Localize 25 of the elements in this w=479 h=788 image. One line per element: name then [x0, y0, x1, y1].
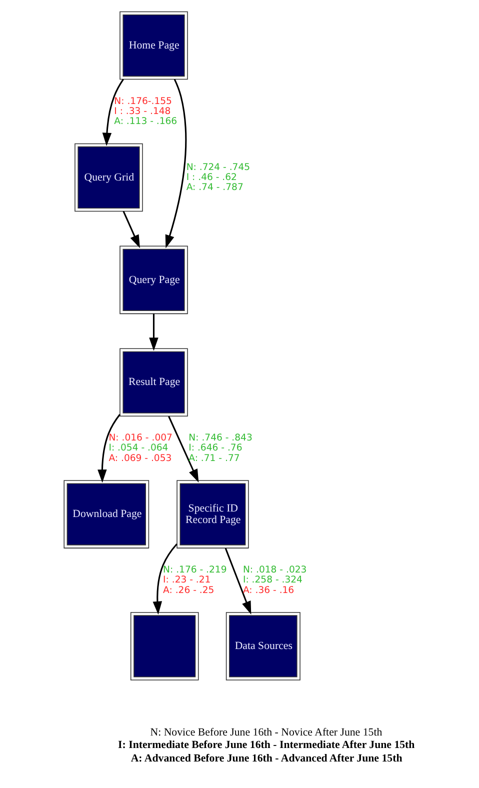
edge-label: N: .018 - .023 I: .258 - .324 A: .36 - .16 [242, 564, 307, 596]
arrow [98, 414, 120, 483]
arrow [165, 78, 187, 248]
edge-label: N: .176 - .219 I: .23 - .21 A: .26 - .25 [163, 564, 227, 596]
label: A: Advanced Before June 16th - Advanced After June 15th [130, 752, 402, 764]
arrow [224, 548, 252, 614]
node-box: Home Page [120, 11, 188, 80]
edge-label: N: .176-.155 I : .33 - .148 A: .113 - .166 [114, 96, 178, 127]
label: N: Novice Before June 16th - Novice After June 15th [150, 726, 382, 739]
arrow [122, 210, 140, 248]
node-box: Specific ID Record Page [176, 480, 249, 548]
label: I: Intermediate Before June 16th - Intermediate After June 15th [118, 739, 415, 752]
node-box: Query Grid [74, 143, 143, 212]
node-box: Download Page [64, 480, 150, 548]
node-box: Data Sources [226, 612, 300, 680]
node-box [130, 612, 199, 680]
node-box: Result Page [120, 348, 188, 416]
edge-label: N: .724 - .745 I : .46 - .62 A: .74 - .787 [186, 162, 250, 193]
arrow [149, 314, 158, 351]
arrow [102, 78, 124, 146]
edge-label: N: .746 - .843 I: .646 - .76 A: .71 - .77 [188, 432, 252, 464]
arrow [168, 416, 199, 482]
arrow [152, 543, 178, 615]
edge-label: N: .016 - .007 I: .054 - .064 A: .069 - .053 [108, 432, 172, 464]
node-box: Query Page [120, 246, 188, 314]
